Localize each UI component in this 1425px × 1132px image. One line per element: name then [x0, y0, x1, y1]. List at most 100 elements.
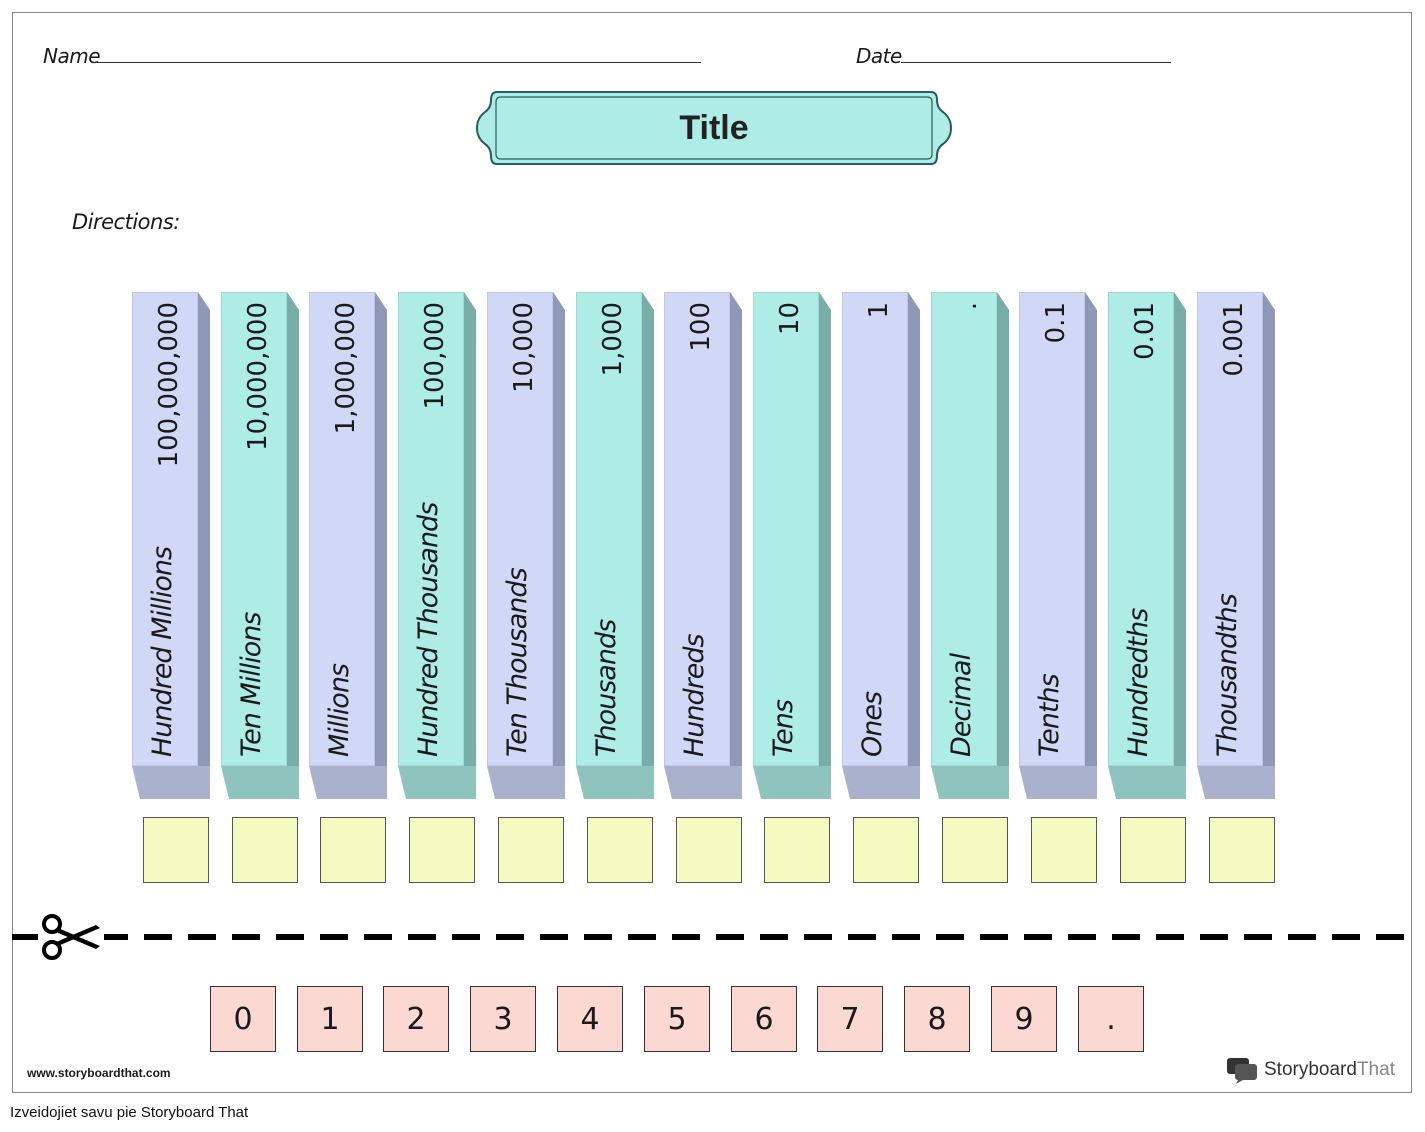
digit-card[interactable]: .: [1078, 986, 1144, 1052]
place-value-number: 0.001: [1219, 302, 1249, 377]
place-value-number: 10: [775, 302, 805, 336]
brand-part2: That: [1356, 1059, 1395, 1080]
column-bottom: [1019, 766, 1097, 799]
storyboardthat-logo: StoryboardThat: [1226, 1055, 1395, 1085]
column-side: [819, 292, 831, 766]
place-value-column: Hundreds 100: [664, 292, 742, 799]
place-value-number: .: [953, 302, 983, 311]
column-bottom: [132, 766, 210, 799]
answer-box[interactable]: [1209, 817, 1275, 883]
place-value-number: 10,000: [509, 302, 539, 393]
footer-text: Izveidojiet savu pie Storyboard That: [10, 1104, 249, 1121]
place-value-number: 100,000,000: [154, 302, 184, 468]
column-side: [1085, 292, 1097, 766]
date-label: Date: [856, 44, 902, 68]
place-value-number: 10,000,000: [243, 302, 273, 451]
column-front: [132, 292, 198, 766]
column-side: [287, 292, 299, 766]
column-side: [464, 292, 476, 766]
place-value-column: Millions 1,000,000: [309, 292, 387, 799]
digit-card[interactable]: 7: [817, 986, 883, 1052]
column-side: [1263, 292, 1275, 766]
answer-box[interactable]: [1120, 817, 1186, 883]
column-side: [1174, 292, 1186, 766]
name-label: Name: [43, 44, 101, 68]
answer-box[interactable]: [232, 817, 298, 883]
place-value-number: 100: [686, 302, 716, 352]
column-bottom: [753, 766, 831, 799]
name-line: [92, 62, 701, 63]
column-front: [931, 292, 997, 766]
column-side: [730, 292, 742, 766]
place-value-label: Hundreds: [679, 634, 710, 757]
directions-label: Directions:: [72, 210, 180, 234]
column-front: [664, 292, 730, 766]
answer-box[interactable]: [587, 817, 653, 883]
place-value-label: Hundred Thousands: [413, 502, 444, 757]
digit-card[interactable]: 2: [383, 986, 449, 1052]
column-bottom: [931, 766, 1009, 799]
column-side: [198, 292, 210, 766]
column-bottom: [1108, 766, 1186, 799]
place-value-number: 0.01: [1130, 302, 1160, 360]
place-value-label: Ten Millions: [236, 612, 267, 757]
column-bottom: [309, 766, 387, 799]
column-bottom: [487, 766, 565, 799]
answer-box[interactable]: [143, 817, 209, 883]
place-value-label: Tens: [768, 700, 799, 757]
answer-box[interactable]: [320, 817, 386, 883]
place-value-label: Millions: [324, 664, 355, 757]
place-value-label: Hundred Millions: [147, 546, 178, 757]
answer-box[interactable]: [1031, 817, 1097, 883]
digit-card[interactable]: 0: [210, 986, 276, 1052]
digit-card[interactable]: 5: [644, 986, 710, 1052]
place-value-number: 1,000,000: [331, 302, 361, 435]
column-side: [553, 292, 565, 766]
place-value-column: Ten Millions 10,000,000: [221, 292, 299, 799]
answer-box[interactable]: [409, 817, 475, 883]
place-value-column: Tens 10: [753, 292, 831, 799]
digit-card[interactable]: 9: [991, 986, 1057, 1052]
column-front: [576, 292, 642, 766]
answer-box[interactable]: [498, 817, 564, 883]
digit-card[interactable]: 3: [470, 986, 536, 1052]
digit-card[interactable]: 4: [557, 986, 623, 1052]
place-value-label: Decimal: [946, 653, 977, 757]
place-value-number: 100,000: [420, 302, 450, 410]
column-side: [997, 292, 1009, 766]
website-url: www.storyboardthat.com: [27, 1066, 171, 1080]
place-value-number: 1,000: [598, 302, 628, 377]
answer-box[interactable]: [853, 817, 919, 883]
answer-box[interactable]: [942, 817, 1008, 883]
digit-card[interactable]: 6: [731, 986, 797, 1052]
column-side: [375, 292, 387, 766]
scissors-icon: [38, 912, 104, 964]
column-front: [398, 292, 464, 766]
date-line: [901, 62, 1171, 63]
place-value-column: Decimal.: [931, 292, 1009, 799]
place-value-column: Hundred Thousands 100,000: [398, 292, 476, 799]
column-front: [1108, 292, 1174, 766]
place-value-column: Thousandths 0.001: [1197, 292, 1275, 799]
digit-card[interactable]: 1: [297, 986, 363, 1052]
digit-card[interactable]: 8: [904, 986, 970, 1052]
column-front: [487, 292, 553, 766]
column-side: [642, 292, 654, 766]
place-value-column: Ones 1: [842, 292, 920, 799]
place-value-label: Thousandths: [1212, 594, 1243, 757]
place-value-number: 1: [864, 302, 894, 319]
column-front: [221, 292, 287, 766]
place-value-label: Tenths: [1034, 674, 1065, 757]
answer-box[interactable]: [676, 817, 742, 883]
column-front: [842, 292, 908, 766]
column-bottom: [664, 766, 742, 799]
place-value-label: Ones: [857, 691, 888, 757]
brand-part1: Storyboard: [1264, 1059, 1357, 1080]
column-bottom: [842, 766, 920, 799]
answer-box[interactable]: [764, 817, 830, 883]
column-front: [1197, 292, 1263, 766]
